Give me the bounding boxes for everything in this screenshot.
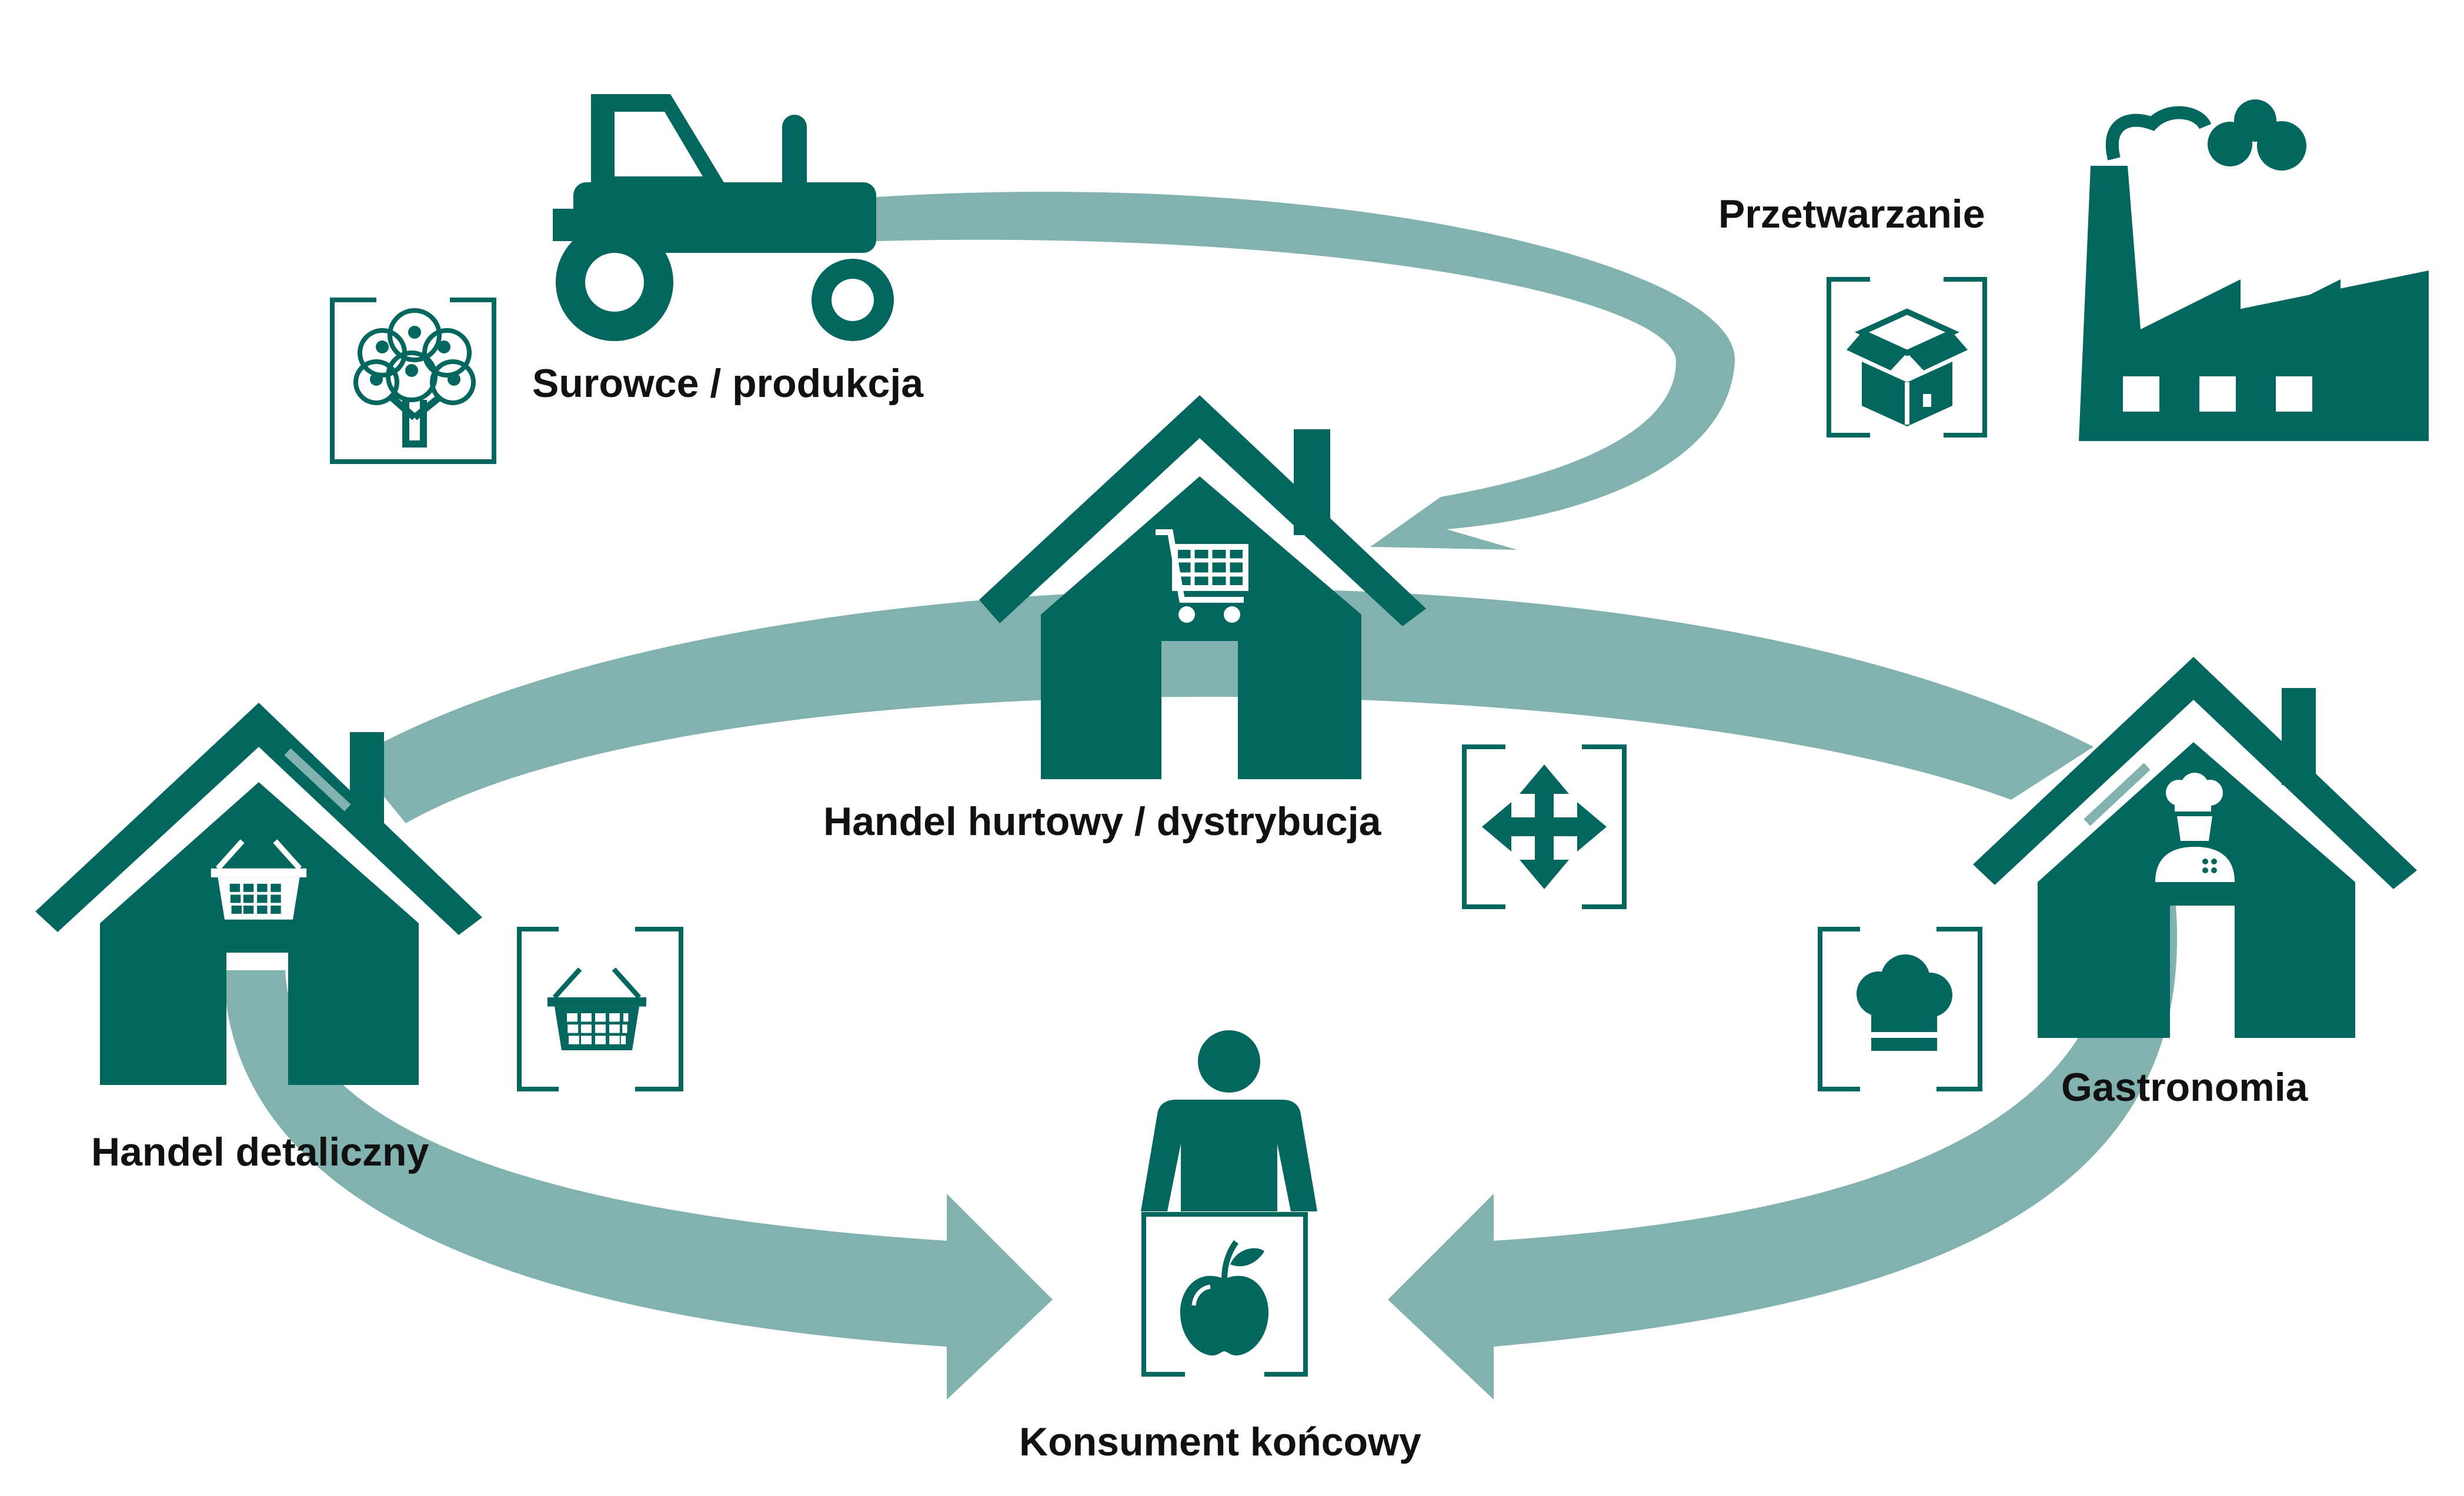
label-processing: Przetwarzanie <box>1718 192 1985 236</box>
tractor-icon <box>553 94 894 341</box>
wholesale-house-icon <box>979 395 1426 779</box>
label-retail: Handel detaliczny <box>91 1130 429 1174</box>
chef-hat-icon <box>1818 924 1982 1094</box>
fruit-tree-icon <box>330 295 496 464</box>
chef-icon <box>2155 773 2235 882</box>
retail-basket-icon <box>211 839 307 920</box>
label-raw-materials: Surowce / produkcja <box>532 361 924 406</box>
label-consumer: Konsument końcowy <box>1019 1420 1421 1464</box>
box-icon <box>1827 275 1987 440</box>
arrow-production-to-wholesale <box>876 192 1735 550</box>
basket-icon <box>517 924 683 1094</box>
factory-icon <box>2079 99 2429 441</box>
consumer-icon <box>1141 1030 1317 1379</box>
apple-icon <box>1180 1240 1269 1355</box>
shopping-cart-icon <box>1156 529 1248 623</box>
move-arrows-icon <box>1462 742 1627 911</box>
arrow-retail-to-consumer <box>223 970 1053 1400</box>
label-wholesale: Handel hurtowy / dystrybucja <box>823 799 1381 844</box>
gastronomy-house-icon <box>1973 657 2417 1038</box>
arrow-ring-upper <box>353 589 2094 823</box>
retail-house-icon <box>35 703 482 1085</box>
label-gastronomy: Gastronomia <box>2061 1065 2308 1110</box>
arrow-gastronomy-to-consumer <box>1388 906 2178 1400</box>
flow-arrows <box>223 192 2178 1400</box>
